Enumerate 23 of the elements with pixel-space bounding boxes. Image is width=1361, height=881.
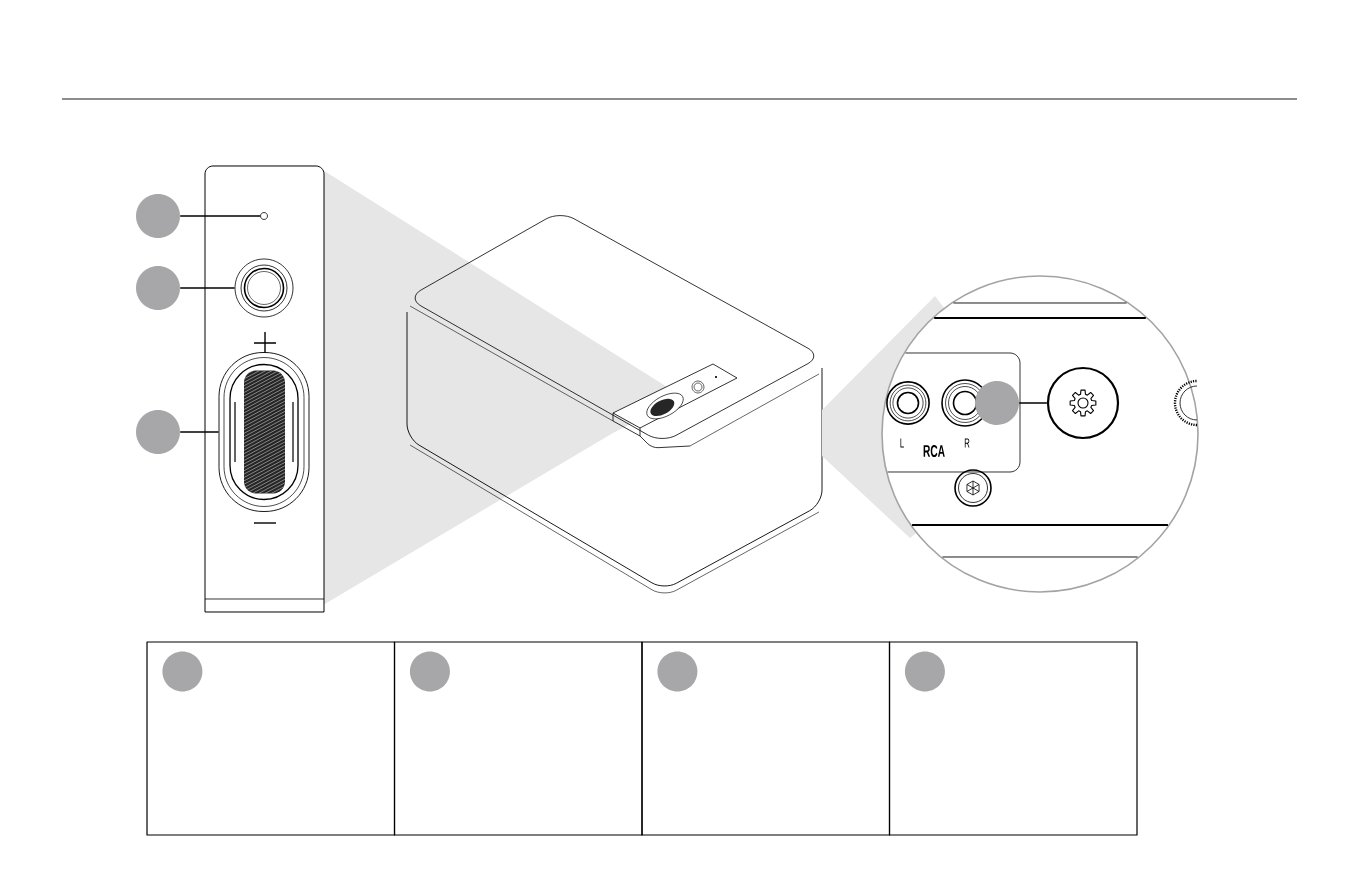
indicator-light — [260, 212, 268, 220]
round-button — [234, 258, 294, 318]
callout-circle — [409, 651, 450, 692]
callout-circle — [136, 410, 180, 454]
table-cell — [888, 641, 1138, 836]
table-cell — [641, 641, 891, 836]
callout-circle — [904, 651, 945, 692]
callout-circle — [162, 651, 203, 692]
jack-label: L — [900, 438, 904, 448]
callout-circle — [136, 266, 180, 310]
leader-line — [179, 287, 236, 289]
round-button — [1046, 366, 1120, 440]
leader-line — [1018, 402, 1048, 404]
leader-line — [179, 215, 261, 217]
leader-line — [179, 431, 220, 433]
panel-label: RCA — [923, 445, 945, 457]
scroll-wheel — [218, 352, 310, 512]
callout-circle — [657, 651, 698, 692]
jack-label: R — [964, 438, 970, 448]
table-cell — [146, 641, 396, 836]
callout-circle — [975, 381, 1019, 425]
callout-circle — [136, 194, 180, 238]
table-cell — [393, 641, 643, 836]
